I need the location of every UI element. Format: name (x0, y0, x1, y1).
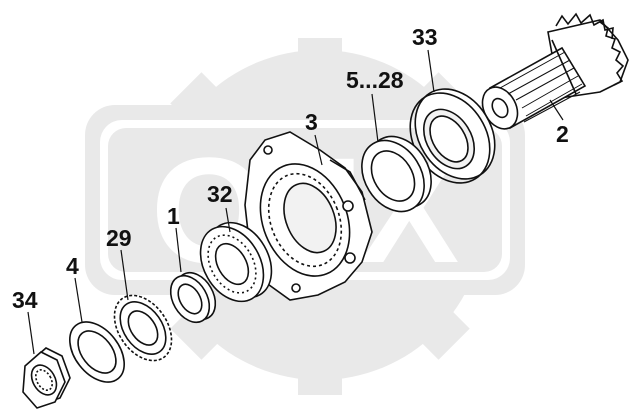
part-2-shaft (481, 12, 629, 130)
label-part-33: 33 (412, 24, 438, 50)
part-2-shoulder (551, 39, 577, 95)
part-3-bolt-hole (291, 283, 301, 293)
leader-32 (225, 207, 231, 233)
part-labels: 33 5...28 3 2 32 1 29 4 34 (12, 24, 569, 313)
part-34-hex-nut (22, 347, 71, 409)
part-33-bore (429, 115, 469, 163)
part-2-splines (499, 51, 583, 123)
part-29-bore (127, 310, 159, 346)
watermark-gear-tooth (298, 38, 342, 78)
part-3-bolt-hole (342, 200, 354, 212)
part-2-shaft-bore (491, 97, 509, 119)
part-32-rollers (207, 234, 257, 294)
part-3-edge (329, 159, 366, 201)
part-3-bore (283, 182, 337, 254)
part-32-bore (214, 242, 250, 286)
label-part-32: 32 (207, 181, 233, 207)
part-3-bolt-hole (344, 252, 356, 264)
leader-33 (427, 49, 435, 93)
part-3-bolt-hole (263, 145, 273, 155)
label-part-2: 2 (556, 121, 569, 147)
label-part-5-28: 5...28 (346, 67, 404, 93)
leader-5-28 (371, 93, 379, 143)
part-1-lock-ring (169, 271, 217, 324)
part-5-28-bore (370, 150, 416, 202)
leader-3 (314, 134, 323, 166)
label-part-4: 4 (66, 253, 79, 279)
leader-4 (74, 277, 83, 323)
part-1-bore (177, 283, 203, 315)
label-part-3: 3 (305, 109, 318, 135)
watermark-gear-tooth (410, 300, 470, 360)
label-part-29: 29 (106, 225, 132, 251)
part-34-bore (30, 364, 58, 396)
watermark-gear-tooth (298, 355, 342, 395)
label-part-1: 1 (167, 203, 180, 229)
part-29-tab-washer (113, 294, 173, 362)
part-33-seal (409, 88, 496, 184)
label-part-34: 34 (12, 287, 38, 313)
part-5-28-shims (361, 135, 432, 213)
part-34-thread (35, 369, 53, 391)
leader-29 (120, 249, 129, 301)
leader-lines (27, 49, 564, 355)
part-2-gear-teeth (599, 21, 625, 86)
leader-2 (549, 99, 564, 121)
part-4-washer (69, 321, 125, 383)
leader-34 (27, 311, 35, 355)
part-4-bore (77, 330, 117, 374)
leader-1 (175, 227, 182, 273)
part-32-bearing (199, 221, 273, 303)
part-3-housing (244, 131, 373, 301)
